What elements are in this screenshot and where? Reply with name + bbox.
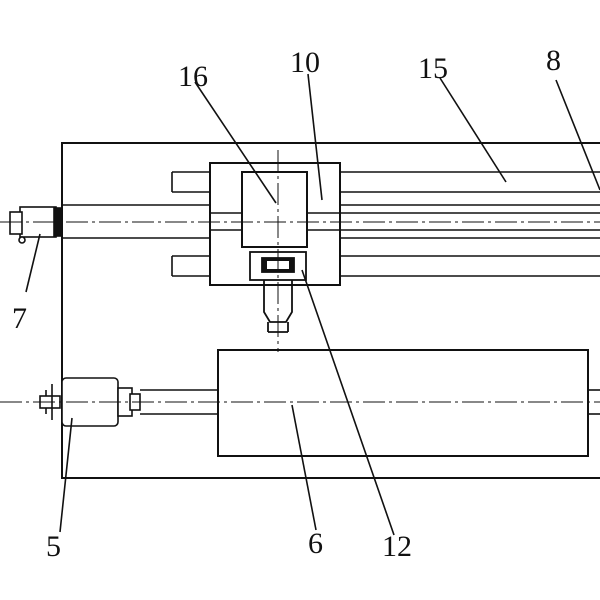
leader-lines [25, 73, 600, 536]
center-lines [0, 150, 600, 403]
roller-6 [217, 349, 589, 457]
motor-7 [9, 206, 63, 244]
label-8: 8 [546, 44, 561, 77]
label-10: 10 [290, 46, 320, 79]
label-12: 12 [382, 530, 412, 563]
label-15: 15 [418, 52, 448, 85]
inner-block [241, 171, 308, 248]
label-6: 6 [308, 527, 323, 560]
label-16: 16 [178, 60, 208, 93]
label-7: 7 [12, 302, 27, 335]
base-frame [61, 142, 600, 479]
lower-shaft [140, 389, 600, 415]
label-5: 5 [46, 530, 61, 563]
